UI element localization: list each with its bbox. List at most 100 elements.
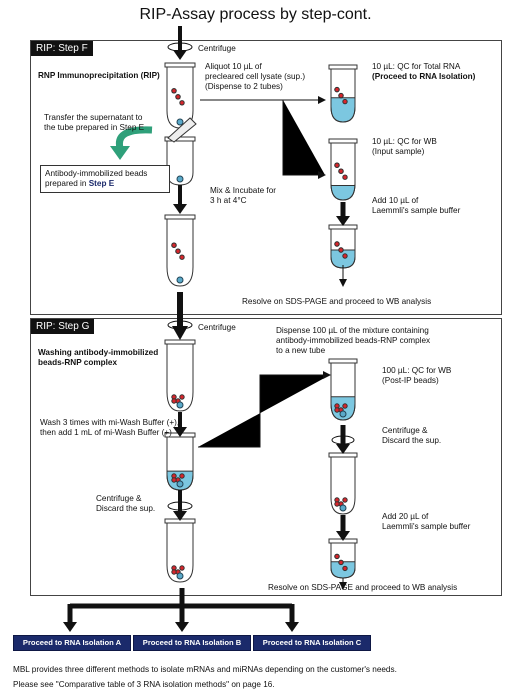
centrifuge-discard-right-2: Discard the sup. [382,436,442,445]
tube-f-lysate-rim [164,62,196,68]
bead [176,480,184,488]
qc-wb-input-line-2: (Input sample) [372,147,425,156]
tube-f-mix [164,214,196,287]
dispense-line-1: Dispense 100 µL of the mixture containin… [276,326,429,335]
rna-particle [334,407,340,413]
centrifuge-arrow-f [167,26,193,60]
rna-particle [171,242,177,248]
tube-g-discard2-outline [330,455,356,515]
rna-particle [179,254,185,260]
footer-line-1: MBL provides three different methods to … [13,665,397,674]
add-buffer-g-line-1: Add 20 µL of [382,512,429,521]
mix-line-1: Mix & Incubate for [210,186,276,195]
bead [176,401,184,409]
rna-particle [338,559,344,566]
bead [339,410,347,418]
qc-total-rna-label: 10 µL: QC for Total RNA [372,62,461,71]
aliquot-line-3: (Dispense to 2 tubes) [205,82,283,91]
tube-g-discard2 [328,452,358,515]
qc-wb-postip-line-2: (Post-IP beads) [382,376,439,385]
aliquot-line-2: precleared cell lysate (sup.) [205,72,306,81]
qc-wb-input-line-1: 10 µL: QC for WB [372,137,437,146]
rna-particle [334,86,340,93]
rna-particle [334,162,340,168]
rna-particle [179,473,185,479]
dispense-line-2: antibody-immobilized beads-RNP complex [276,336,431,345]
rna-particle [342,565,348,572]
tube-g-postip-rim [328,358,358,364]
centrifuge-discard-left-2: Discard the sup. [96,504,156,513]
tube-f-wb-input-outline [330,141,356,201]
tube-g-discarded-outline [166,521,194,583]
transfer-curved-arrow [115,126,153,149]
beads-callout-box: Antibody-immobilized beads prepared in S… [40,165,170,193]
tube-g-buffer [328,538,358,579]
tube-lid [167,117,197,143]
bead [176,572,184,580]
rna-particle [179,100,185,106]
rna-particle [179,565,185,571]
rna-particle [342,174,348,180]
centrifuge-discard-right-1: Centrifuge & [382,426,428,435]
tube-g-washed [164,432,196,491]
beads-callout-line-2: prepared in Step E [45,179,114,189]
rna-particle [338,247,344,253]
rna-particle [342,497,348,503]
add-buffer-g-line-2: Laemmli's sample buffer [382,522,471,531]
tube-g-postip [328,358,358,421]
tube-f-wb-input-rim [328,138,358,144]
step-e-link: Step E [88,179,115,188]
beads-callout-line-1: Antibody-immobilized beads [45,169,148,178]
transfer-line-1: Transfer the supernatant to [44,113,143,122]
rna-particle [342,253,348,259]
transfer-line-2: the tube prepared in Step E [44,123,145,132]
rna-particle [338,92,344,99]
tube-f-wb-input [328,138,358,201]
resolve-f-label: Resolve on SDS-PAGE and proceed to WB an… [242,297,432,306]
step-g-panel [30,318,502,596]
rna-particle [338,168,344,174]
wash-line-2: then add 1 mL of mi-Wash Buffer (+) [40,428,172,437]
step-f-tag: RIP: Step F [31,41,93,56]
rna-particle [171,398,177,404]
step-f-panel [30,40,502,315]
rna-particle [334,501,340,507]
centrifuge-discard-left-1: Centrifuge & [96,494,142,503]
proceed-rna-isolation-a-button[interactable]: Proceed to RNA Isolation A [13,635,131,651]
mix-line-2: 3 h at 4°C [210,196,247,205]
page-title: RIP-Assay process by step-cont. [139,6,372,23]
footer-line-2: Please see "Comparative table of 3 RNA i… [13,680,275,689]
tube-f-total-rna-outline [330,67,356,123]
step-g-centrifuge-label: Centrifuge [198,323,236,332]
rna-particle [334,553,340,560]
bead [339,504,347,512]
rna-particle [171,477,177,483]
tube-f-total-rna [328,64,358,123]
step-g-heading-line-2: beads-RNP complex [38,358,118,367]
rna-particle [179,394,185,400]
tube-f-mix-outline [166,217,194,287]
add-buffer-f-line-2: Laemmli's sample buffer [372,206,461,215]
tube-g-centrifuged-rim [164,339,196,345]
step-f-centrifuge-label: Centrifuge [198,44,236,53]
resolve-g-label: Resolve on SDS-PAGE and proceed to WB an… [268,583,458,592]
tube-g-discarded [164,518,196,583]
bead [176,118,184,126]
beads-callout-prefix: prepared in [45,179,87,188]
rna-particle [175,94,181,100]
tube-f-lysate [164,62,196,129]
step-f-heading: RNP Immunoprecipitation (RIP) [38,71,160,80]
step-g-heading-line-1: Washing antibody-immobilized [38,348,159,357]
step-g-tag: RIP: Step G [31,319,95,334]
rna-particle [171,88,177,94]
proceed-rna-isolation-b-button[interactable]: Proceed to RNA Isolation B [133,635,251,651]
rna-particle [171,569,177,575]
tube-g-postip-outline [330,361,356,421]
proceed-rna-isolation-c-button[interactable]: Proceed to RNA Isolation C [253,635,371,651]
tube-f-wb-input-liquid [330,183,356,201]
rna-particle [175,248,181,254]
rna-particle [342,403,348,409]
tube-f-wb-buffer [328,224,358,269]
wash-line-1: Wash 3 times with mi-Wash Buffer (+), [40,418,180,427]
